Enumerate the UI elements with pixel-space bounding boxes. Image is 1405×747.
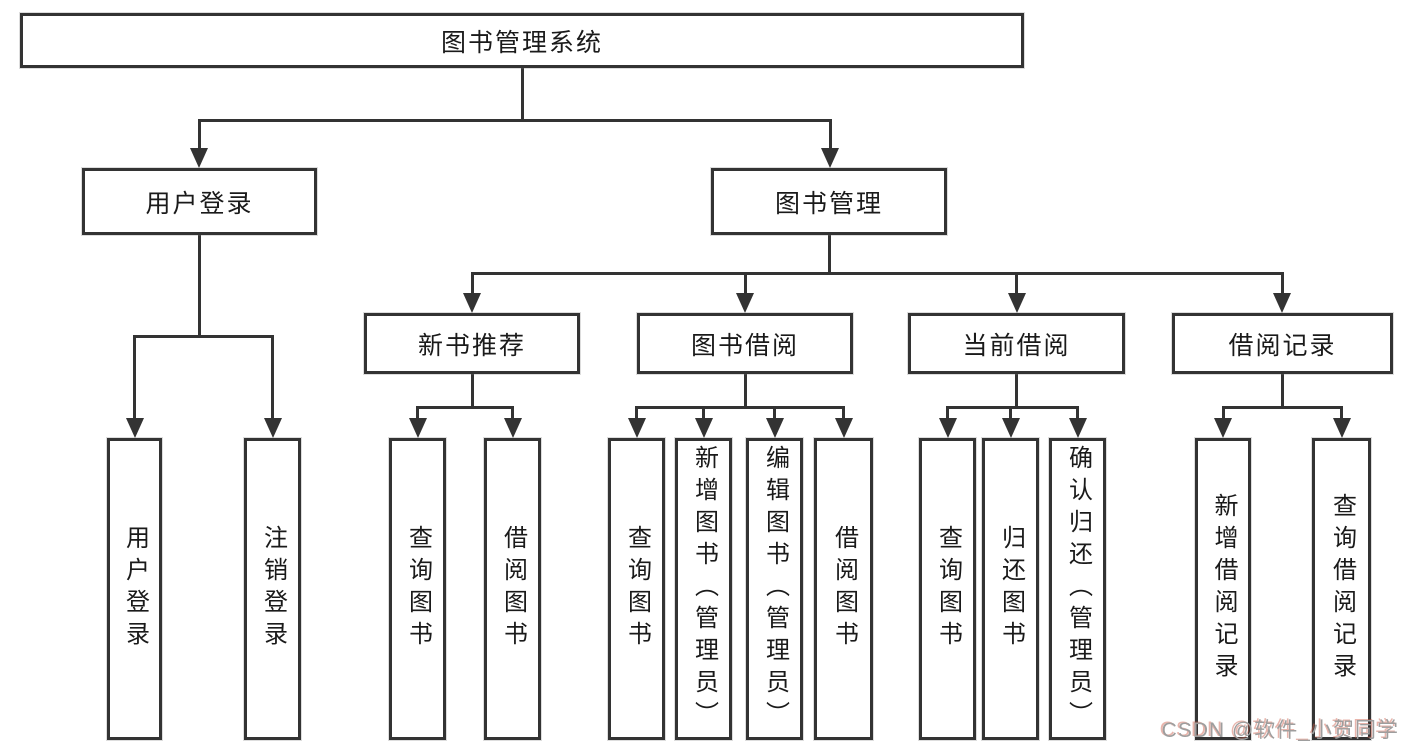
arrowhead-icon	[694, 418, 713, 438]
arrowhead-icon	[1273, 293, 1291, 313]
connector-line	[1280, 272, 1284, 297]
arrowhead-icon	[834, 418, 853, 438]
node-user-login-label: 用户登录	[145, 189, 254, 218]
node-book-borrow: 图书借阅	[637, 313, 853, 374]
node-user-login: 用户登录	[82, 168, 317, 235]
connector-line	[1009, 406, 1012, 421]
arrowhead-icon	[1332, 418, 1351, 438]
connector-line	[1076, 406, 1079, 421]
connector-line	[635, 406, 638, 421]
node-current-borrow-label: 当前借阅	[962, 331, 1071, 360]
node-borrow-records: 借阅记录	[1172, 313, 1393, 374]
arrowhead-icon	[627, 418, 646, 438]
connector-line	[1221, 406, 1225, 421]
leaf-user-login: 用户登录	[107, 438, 162, 740]
csdn-watermark: CSDN @软件_小贺同学	[1161, 719, 1399, 742]
connector-line	[946, 406, 949, 421]
connector-line	[470, 374, 474, 409]
arrowhead-icon	[1001, 418, 1020, 438]
node-root: 图书管理系统	[20, 13, 1024, 68]
connector-line	[470, 272, 474, 297]
leaf-borrow-add: 新增图书（管理员）	[675, 438, 732, 740]
node-new-book-rec: 新书推荐	[364, 313, 580, 374]
connector-line	[470, 272, 1284, 275]
node-current-borrow: 当前借阅	[908, 313, 1125, 374]
leaf-current-query: 查询图书	[919, 438, 976, 740]
connector-line	[511, 406, 514, 421]
arrowhead-icon	[125, 418, 144, 438]
node-borrow-records-label: 借阅记录	[1228, 331, 1337, 360]
connector-line	[827, 235, 831, 275]
arrowhead-icon	[190, 148, 208, 168]
arrowhead-icon	[1214, 418, 1232, 438]
connector-line	[773, 406, 776, 421]
arrowhead-icon	[408, 418, 427, 438]
arrowhead-icon	[1007, 293, 1026, 313]
connector-line	[1340, 406, 1343, 421]
connector-line	[133, 335, 136, 419]
connector-line	[1221, 406, 1343, 409]
connector-line	[702, 406, 705, 421]
connector-line	[635, 406, 845, 409]
leaf-current-confirm: 确认归还（管理员）	[1049, 438, 1106, 740]
arrowhead-icon	[1068, 418, 1087, 438]
connector-line	[520, 68, 524, 121]
arrowhead-icon	[765, 418, 784, 438]
leaf-logout: 注销登录	[244, 438, 301, 740]
node-book-borrow-label: 图书借阅	[690, 331, 799, 360]
arrowhead-icon	[736, 293, 754, 313]
connector-line	[946, 406, 1079, 409]
arrowhead-icon	[463, 293, 481, 313]
node-new-book-rec-label: 新书推荐	[417, 331, 526, 360]
leaf-records-add: 新增借阅记录	[1195, 438, 1251, 740]
connector-line	[197, 119, 832, 122]
leaf-records-query: 查询借阅记录	[1312, 438, 1371, 740]
connector-line	[197, 119, 201, 150]
connector-line	[197, 235, 201, 338]
arrowhead-icon	[821, 148, 839, 168]
connector-line	[416, 406, 419, 421]
connector-line	[842, 406, 845, 421]
leaf-current-return: 归还图书	[982, 438, 1039, 740]
node-root-label: 图书管理系统	[440, 28, 603, 57]
connector-line	[1280, 374, 1284, 409]
arrowhead-icon	[503, 418, 522, 438]
arrowhead-icon	[938, 418, 957, 438]
leaf-newbook-borrow: 借阅图书	[484, 438, 541, 740]
connector-line	[271, 335, 274, 419]
node-book-mgmt: 图书管理	[711, 168, 947, 235]
leaf-borrow-query: 查询图书	[608, 438, 665, 740]
leaf-borrow-edit: 编辑图书（管理员）	[746, 438, 803, 740]
node-book-mgmt-label: 图书管理	[774, 189, 883, 218]
connector-line	[133, 335, 274, 338]
connector-line	[828, 119, 832, 150]
connector-line	[1015, 374, 1018, 409]
leaf-borrow-borrow: 借阅图书	[814, 438, 873, 740]
connector-line	[1015, 272, 1018, 297]
arrowhead-icon	[263, 418, 282, 438]
connector-line	[743, 272, 747, 297]
connector-line	[416, 406, 514, 409]
connector-line	[743, 374, 747, 409]
leaf-newbook-query: 查询图书	[389, 438, 446, 740]
